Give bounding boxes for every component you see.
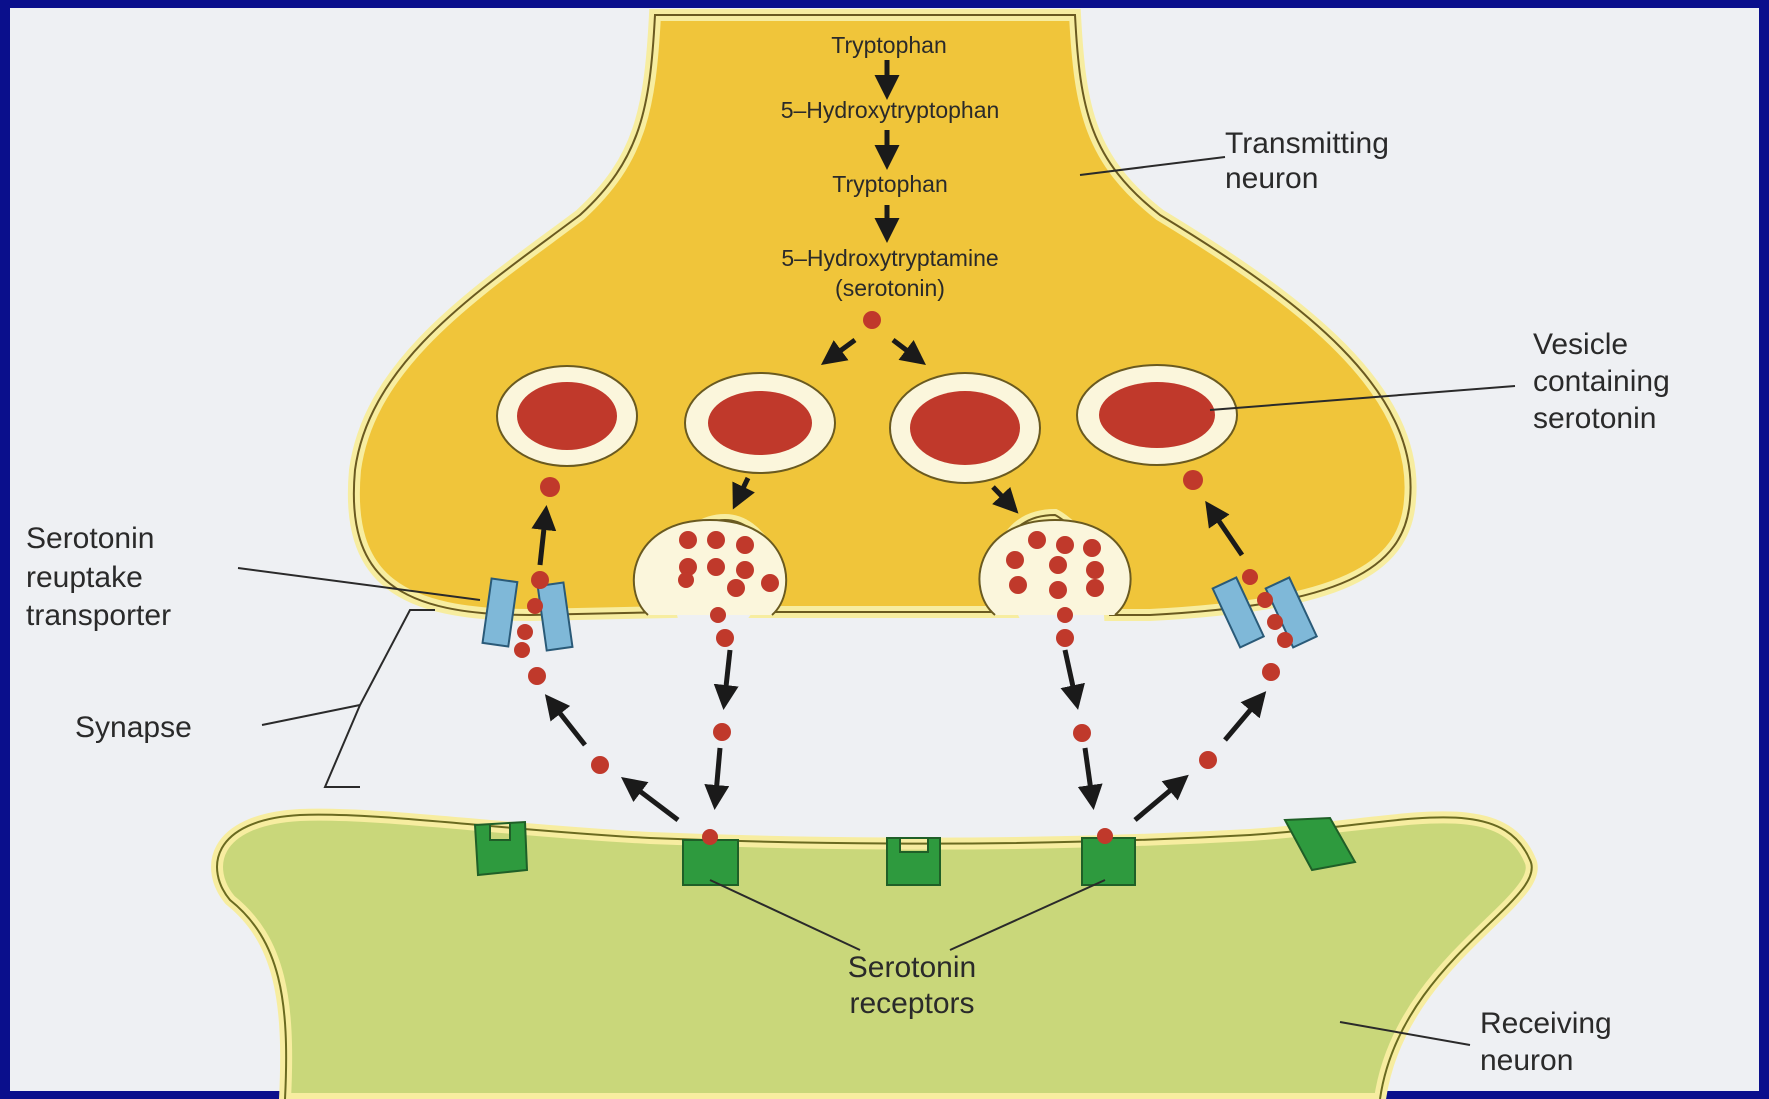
receptor: [1082, 838, 1135, 885]
label-vesicle-3: serotonin: [1533, 402, 1656, 435]
label-vesicle-2: containing: [1533, 365, 1670, 398]
receptor: [683, 840, 738, 885]
label-reuptake-3: transporter: [26, 599, 171, 632]
label-transmitting-neuron-2: neuron: [1225, 162, 1318, 195]
label-reuptake-2: reuptake: [26, 561, 143, 594]
label-reuptake-1: Serotonin: [26, 522, 154, 555]
pathway-tryptophan: Tryptophan: [831, 32, 947, 58]
pathway-serotonin: (serotonin): [835, 275, 945, 301]
label-transmitting-neuron-1: Transmitting: [1225, 127, 1389, 160]
pathway-5-hydroxytryptamine: 5–Hydroxytryptamine: [781, 245, 998, 271]
label-receptors-1: Serotonin: [848, 951, 976, 984]
label-receiving-1: Receiving: [1480, 1007, 1612, 1040]
label-synapse: Synapse: [75, 711, 192, 744]
bound-serotonin: [1097, 828, 1113, 844]
pathway-5-hydroxytryptophan: 5–Hydroxytryptophan: [781, 97, 1000, 123]
bound-serotonin: [702, 829, 718, 845]
label-vesicle-1: Vesicle: [1533, 328, 1628, 361]
label-receiving-2: neuron: [1480, 1044, 1573, 1077]
pathway-tryptophan-repeat: Tryptophan: [832, 171, 948, 197]
label-receptors-2: receptors: [849, 987, 974, 1020]
